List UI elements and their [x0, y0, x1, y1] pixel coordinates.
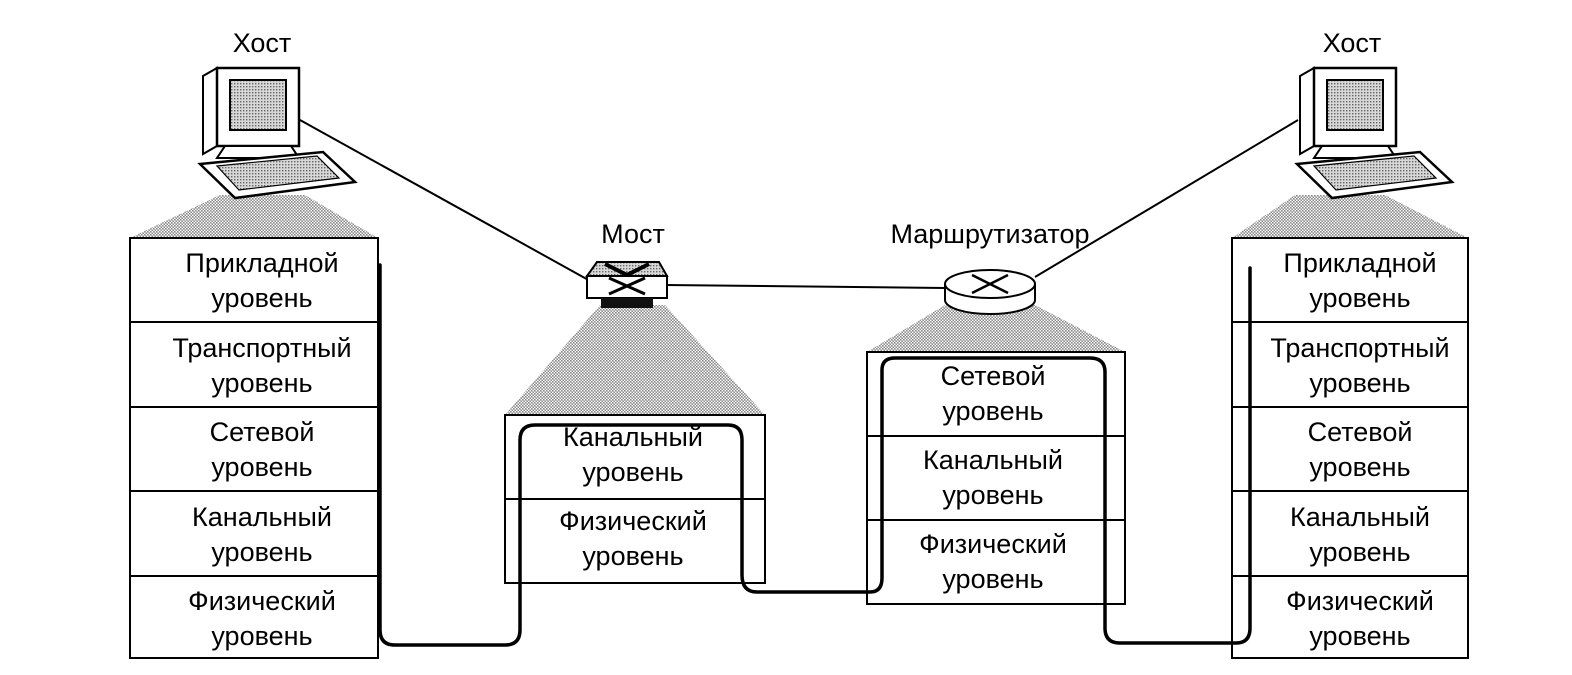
- layer-physical-suffix: уровень: [211, 621, 312, 651]
- layer-physical-title: Физический: [919, 529, 1067, 559]
- layer-network-title: Сетевой: [941, 361, 1046, 391]
- layer-datalink-suffix: уровень: [942, 480, 1043, 510]
- layer-transport-title: Транспортный: [1270, 333, 1449, 363]
- computer-icon: [1294, 66, 1455, 200]
- layer-physical-title: Физический: [188, 586, 336, 616]
- network-links: [299, 119, 1299, 289]
- layer-application-suffix: уровень: [1309, 283, 1410, 313]
- link-router-host-right: [1034, 119, 1299, 278]
- layer-datalink-suffix: уровень: [211, 537, 312, 567]
- host-left-stack: Прикладной уровень Транспортный уровень …: [129, 237, 379, 659]
- computer-icon: [197, 66, 358, 200]
- bridge-stack: Канальный уровень Физический уровень: [504, 414, 766, 584]
- host-right-stack: Прикладной уровень Транспортный уровень …: [1231, 237, 1469, 659]
- layer-datalink-title: Канальный: [563, 422, 703, 452]
- layer-network-suffix: уровень: [211, 452, 312, 482]
- router-icon: [944, 269, 1036, 315]
- host-right-stack-frame: [1231, 237, 1469, 659]
- layer-datalink-title: Канальный: [923, 445, 1063, 475]
- layer-transport-title: Транспортный: [172, 333, 351, 363]
- layer-application-title: Прикладной: [185, 248, 338, 278]
- layer-datalink-title: Канальный: [192, 502, 332, 532]
- bridge-icon: [585, 261, 669, 308]
- projection-bridge: [505, 305, 765, 415]
- router-stack-frame: [866, 351, 1126, 605]
- link-host-left-bridge: [299, 119, 593, 283]
- layer-datalink-title: Канальный: [1290, 502, 1430, 532]
- layer-physical-suffix: уровень: [1309, 621, 1410, 651]
- host-left-stack-frame: [129, 237, 379, 659]
- projection-host-right: [1232, 195, 1468, 238]
- layer-physical-suffix: уровень: [942, 564, 1043, 594]
- host-left-label: Хост: [233, 28, 292, 58]
- link-bridge-router: [664, 284, 946, 289]
- layer-network-title: Сетевой: [1308, 417, 1413, 447]
- layer-network-title: Сетевой: [210, 417, 315, 447]
- layer-physical-title: Физический: [559, 506, 707, 536]
- layer-application-suffix: уровень: [211, 283, 312, 313]
- bridge-label: Мост: [601, 219, 665, 249]
- layer-physical-title: Физический: [1286, 586, 1434, 616]
- layer-datalink-suffix: уровень: [1309, 537, 1410, 567]
- layer-transport-suffix: уровень: [211, 368, 312, 398]
- layer-network-suffix: уровень: [942, 396, 1043, 426]
- layer-datalink-suffix: уровень: [582, 457, 683, 487]
- host-right-label: Хост: [1323, 28, 1382, 58]
- projection-host-left: [130, 195, 378, 238]
- router-label: Маршрутизатор: [890, 219, 1089, 249]
- projection-router: [867, 305, 1125, 352]
- layer-physical-suffix: уровень: [582, 541, 683, 571]
- layer-application-title: Прикладной: [1283, 248, 1436, 278]
- layer-network-suffix: уровень: [1309, 452, 1410, 482]
- layer-transport-suffix: уровень: [1309, 368, 1410, 398]
- data-path: [378, 263, 1252, 647]
- projections: [130, 195, 1468, 415]
- router-stack: Сетевой уровень Канальный уровень Физиче…: [866, 351, 1126, 605]
